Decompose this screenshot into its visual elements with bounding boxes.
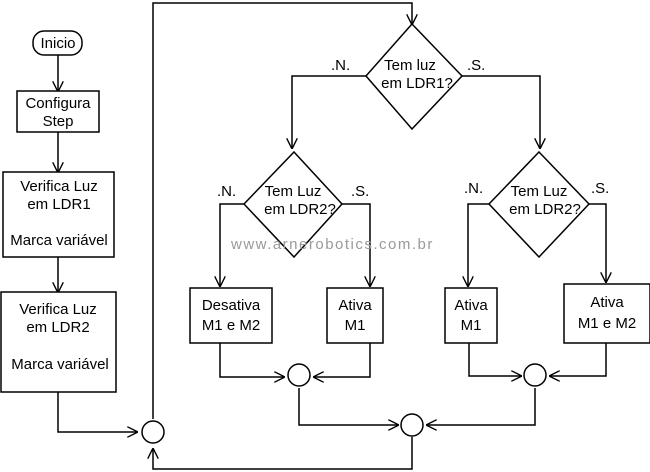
junction-right	[523, 363, 547, 387]
junction-main	[141, 420, 165, 444]
node-verifica-ldr2-label-1: Verifica Luz	[19, 301, 97, 318]
node-ativa-b-label-1: Ativa	[454, 297, 488, 314]
node-ativa-c-label-1: Ativa	[590, 294, 624, 311]
node-verifica-ldr1-label-3: Marca variável	[10, 232, 108, 249]
node-desativa-label-1: Desativa	[202, 297, 261, 314]
node-configura-label-1: Configura	[25, 95, 91, 112]
decision-ldr1-label-2: em LDR1?	[381, 75, 453, 92]
decision-ldr2-left-label-1: Tem Luz	[265, 183, 322, 200]
branch-label-yes-2: .S.	[351, 183, 369, 200]
connector-ativaA-junctionL	[314, 343, 371, 377]
connector-dec2-no	[220, 203, 244, 286]
branch-label-no-3: .N.	[464, 180, 483, 197]
node-ativa-a-label-2: M1	[345, 317, 366, 334]
node-ativa-a	[326, 287, 384, 344]
node-desativa-label-2: M1 e M2	[202, 317, 260, 334]
connector-dec1-yes	[462, 75, 540, 148]
connector-junctionR-junctionB	[427, 388, 536, 425]
branch-label-no-1: .N.	[331, 57, 350, 74]
connector-junctionL-junctionB	[298, 388, 398, 425]
node-ativa-c	[563, 283, 650, 344]
node-ativa-b-label-2: M1	[461, 317, 482, 334]
branch-label-yes-1: .S.	[467, 57, 485, 74]
connector-dec3-yes	[589, 203, 606, 282]
node-verifica-ldr2-label-2: em LDR2	[26, 319, 89, 336]
junction-left	[287, 363, 311, 387]
connector-verifica2-junction	[57, 392, 137, 432]
node-configura	[16, 90, 100, 133]
decision-ldr2-right	[487, 150, 591, 259]
connector-ativaB-junctionR	[468, 343, 521, 376]
node-ativa-c-label-2: M1 e M2	[578, 315, 636, 332]
connector-dec2-yes	[342, 203, 370, 286]
node-desativa	[189, 287, 273, 344]
node-inicio	[32, 30, 83, 56]
connector-dec3-no	[468, 203, 489, 286]
decision-ldr2-right-label-1: Tem Luz	[511, 183, 568, 200]
branch-label-yes-3: .S.	[591, 180, 609, 197]
decision-ldr2-left-label-2: em LDR2?	[264, 201, 336, 218]
branch-label-no-2: .N.	[217, 183, 236, 200]
node-ativa-b	[444, 287, 498, 344]
connector-dec1-no	[292, 75, 366, 148]
decision-ldr2-left	[242, 150, 344, 259]
node-verifica-ldr2	[0, 291, 117, 393]
decision-ldr2-right-label-2: em LDR2?	[509, 201, 581, 218]
node-verifica-ldr1-label-1: Verifica Luz	[20, 178, 98, 195]
connector-loop-to-decision1	[152, 2, 412, 419]
junction-bottom	[400, 413, 424, 437]
connector-return-to-junction	[153, 437, 413, 470]
connector-desativa-junctionL	[219, 343, 284, 377]
node-verifica-ldr2-label-3: Marca variável	[11, 356, 109, 373]
decision-ldr1-label-1: Tem luz	[384, 57, 436, 74]
watermark: www.arnerobotics.com.br	[230, 236, 434, 253]
decision-ldr1	[365, 22, 464, 131]
node-configura-label-2: Step	[43, 113, 74, 130]
node-inicio-label: Inicio	[40, 35, 75, 52]
node-verifica-ldr1	[2, 171, 115, 258]
node-ativa-a-label-1: Ativa	[338, 297, 372, 314]
node-verifica-ldr1-label-2: em LDR1	[27, 196, 90, 213]
connector-ativaC-junctionR	[550, 343, 607, 376]
